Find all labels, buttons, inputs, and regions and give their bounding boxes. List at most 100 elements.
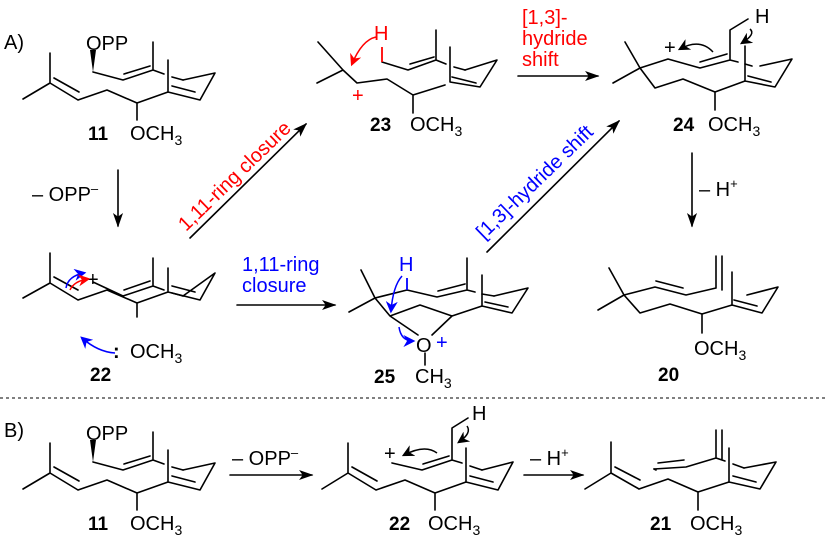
compound-24: H + 24 OCH3 [612, 6, 793, 139]
svg-text:OCH3: OCH3 [130, 513, 182, 537]
svg-text:– OPP–: – OPP– [32, 181, 99, 206]
svg-text:– OPP–: – OPP– [232, 445, 299, 470]
arrow-label-superscript: – [291, 445, 299, 460]
arrow-b-22-to-21: – H+ [523, 445, 585, 481]
curved-arrow [677, 39, 714, 53]
curved-arrow-blue [385, 275, 403, 314]
lone-pair: : [113, 341, 120, 363]
compound-25: H O + CH3 25 [348, 254, 529, 391]
methoxy-subscript: 3 [174, 350, 182, 366]
compound-11-b: OPP 11 OCH3 [22, 423, 216, 537]
arrow-label-line1: 1,11-ring [242, 254, 319, 276]
compound-number: 23 [370, 115, 391, 136]
compound-22-b: H + 22 OCH3 [321, 403, 514, 537]
arrow-label-line2: closure [242, 275, 306, 297]
hydrogen-label: H [755, 6, 769, 28]
wedge-bond [90, 440, 96, 462]
panel-label-b: B) [4, 420, 24, 442]
methoxy-label: OCH [428, 513, 472, 535]
methyl-label: CH [415, 366, 444, 388]
leaving-group-label: OPP [86, 423, 128, 445]
compound-number: 11 [88, 514, 109, 535]
svg-text:OCH3: OCH3 [130, 341, 182, 366]
compound-number: 25 [374, 367, 396, 388]
compound-21: 21 OCH3 [584, 429, 777, 537]
hydrogen-label: H [399, 254, 413, 276]
cation-charge: + [352, 85, 364, 107]
methoxy-subscript: 3 [752, 123, 760, 139]
hydrogen-label: H [374, 23, 388, 45]
methoxy-subscript: 3 [472, 522, 480, 537]
wedge-bond [90, 50, 96, 72]
arrow-25-to-24: [1,3]-hydride shift [472, 119, 621, 253]
compound-number: 24 [673, 115, 695, 136]
methoxy-subscript: 3 [174, 132, 182, 148]
methoxy-label: OCH [130, 513, 174, 535]
methoxy-subscript: 3 [174, 522, 182, 537]
compound-22-a: + : OCH3 22 [22, 252, 216, 386]
arrow-label-line3: shift [522, 49, 559, 71]
arrow-22-to-23: 1,11-ring closure [174, 117, 308, 239]
arrow-label-hydride-shift: [1,3]-hydride shift [472, 121, 598, 244]
leaving-group-label: OPP [86, 33, 128, 55]
cation-charge: + [87, 269, 99, 291]
oxonium-charge: + [436, 332, 448, 354]
curved-arrow-red [69, 274, 91, 291]
methoxy-subscript: 3 [738, 347, 746, 363]
curved-arrow-blue-lone-pair [80, 336, 116, 354]
compound-20: OCH3 20 [597, 255, 779, 386]
methoxy-label: OCH [410, 114, 454, 136]
methoxy-label: OCH [130, 341, 174, 363]
arrow-label: – H [699, 179, 730, 201]
svg-text:OCH3: OCH3 [410, 114, 462, 139]
methoxy-label: OCH [130, 123, 174, 145]
arrow-label-superscript: + [730, 176, 738, 191]
svg-text:– H+: – H+ [699, 176, 738, 201]
arrow-24-to-20: – H+ [686, 152, 738, 228]
curved-arrow-hydride [739, 28, 754, 45]
arrow-label-superscript: – [91, 181, 99, 196]
compound-23: H + 23 OCH3 [316, 23, 498, 139]
svg-text:OCH3: OCH3 [130, 123, 182, 148]
compound-11-a: OPP 11 OCH3 [22, 33, 216, 148]
curved-arrow [401, 445, 438, 457]
compound-number: 21 [650, 514, 672, 535]
curved-arrow-hydride [457, 425, 471, 444]
arrow-label: – OPP [32, 184, 91, 206]
compound-number: 22 [90, 365, 111, 386]
arrow-label-superscript: + [561, 445, 569, 460]
compound-number: 11 [88, 124, 109, 145]
arrow-label-line1: [1,3]- [522, 7, 568, 29]
svg-text:OCH3: OCH3 [690, 513, 742, 537]
arrow-label: – H [530, 448, 561, 470]
svg-text:OCH3: OCH3 [694, 338, 746, 363]
svg-text:CH3: CH3 [415, 366, 452, 391]
methoxy-subscript: 3 [734, 522, 742, 537]
arrow-22-to-25: 1,11-ring closure [236, 254, 337, 311]
svg-text:– H+: – H+ [530, 445, 569, 470]
arrow-label: – OPP [232, 448, 291, 470]
svg-text:OCH3: OCH3 [708, 114, 760, 139]
panel-label-a: A) [4, 32, 24, 54]
methoxy-label: OCH [708, 114, 752, 136]
compound-number: 22 [389, 514, 410, 535]
arrow-b-11-to-22: – OPP– [229, 445, 314, 481]
methoxy-subscript: 3 [454, 123, 462, 139]
arrow-23-to-24: [1,3]- hydride shift [517, 7, 600, 82]
methyl-subscript: 3 [444, 375, 452, 391]
oxygen-label: O [416, 335, 432, 357]
hydrogen-label: H [472, 403, 486, 425]
methoxy-label: OCH [690, 513, 734, 535]
svg-text:OCH3: OCH3 [428, 513, 480, 537]
methoxy-label: OCH [694, 338, 738, 360]
cation-charge: + [664, 37, 676, 59]
curved-arrow-blue-oxonium [398, 326, 416, 347]
compound-number: 20 [658, 365, 679, 386]
cation-charge: + [384, 443, 396, 465]
curved-arrow-red [350, 36, 377, 67]
arrow-label-line2: hydride [522, 28, 588, 50]
arrow-label-ring-closure: 1,11-ring closure [174, 117, 295, 235]
curved-arrow-blue [65, 268, 87, 289]
